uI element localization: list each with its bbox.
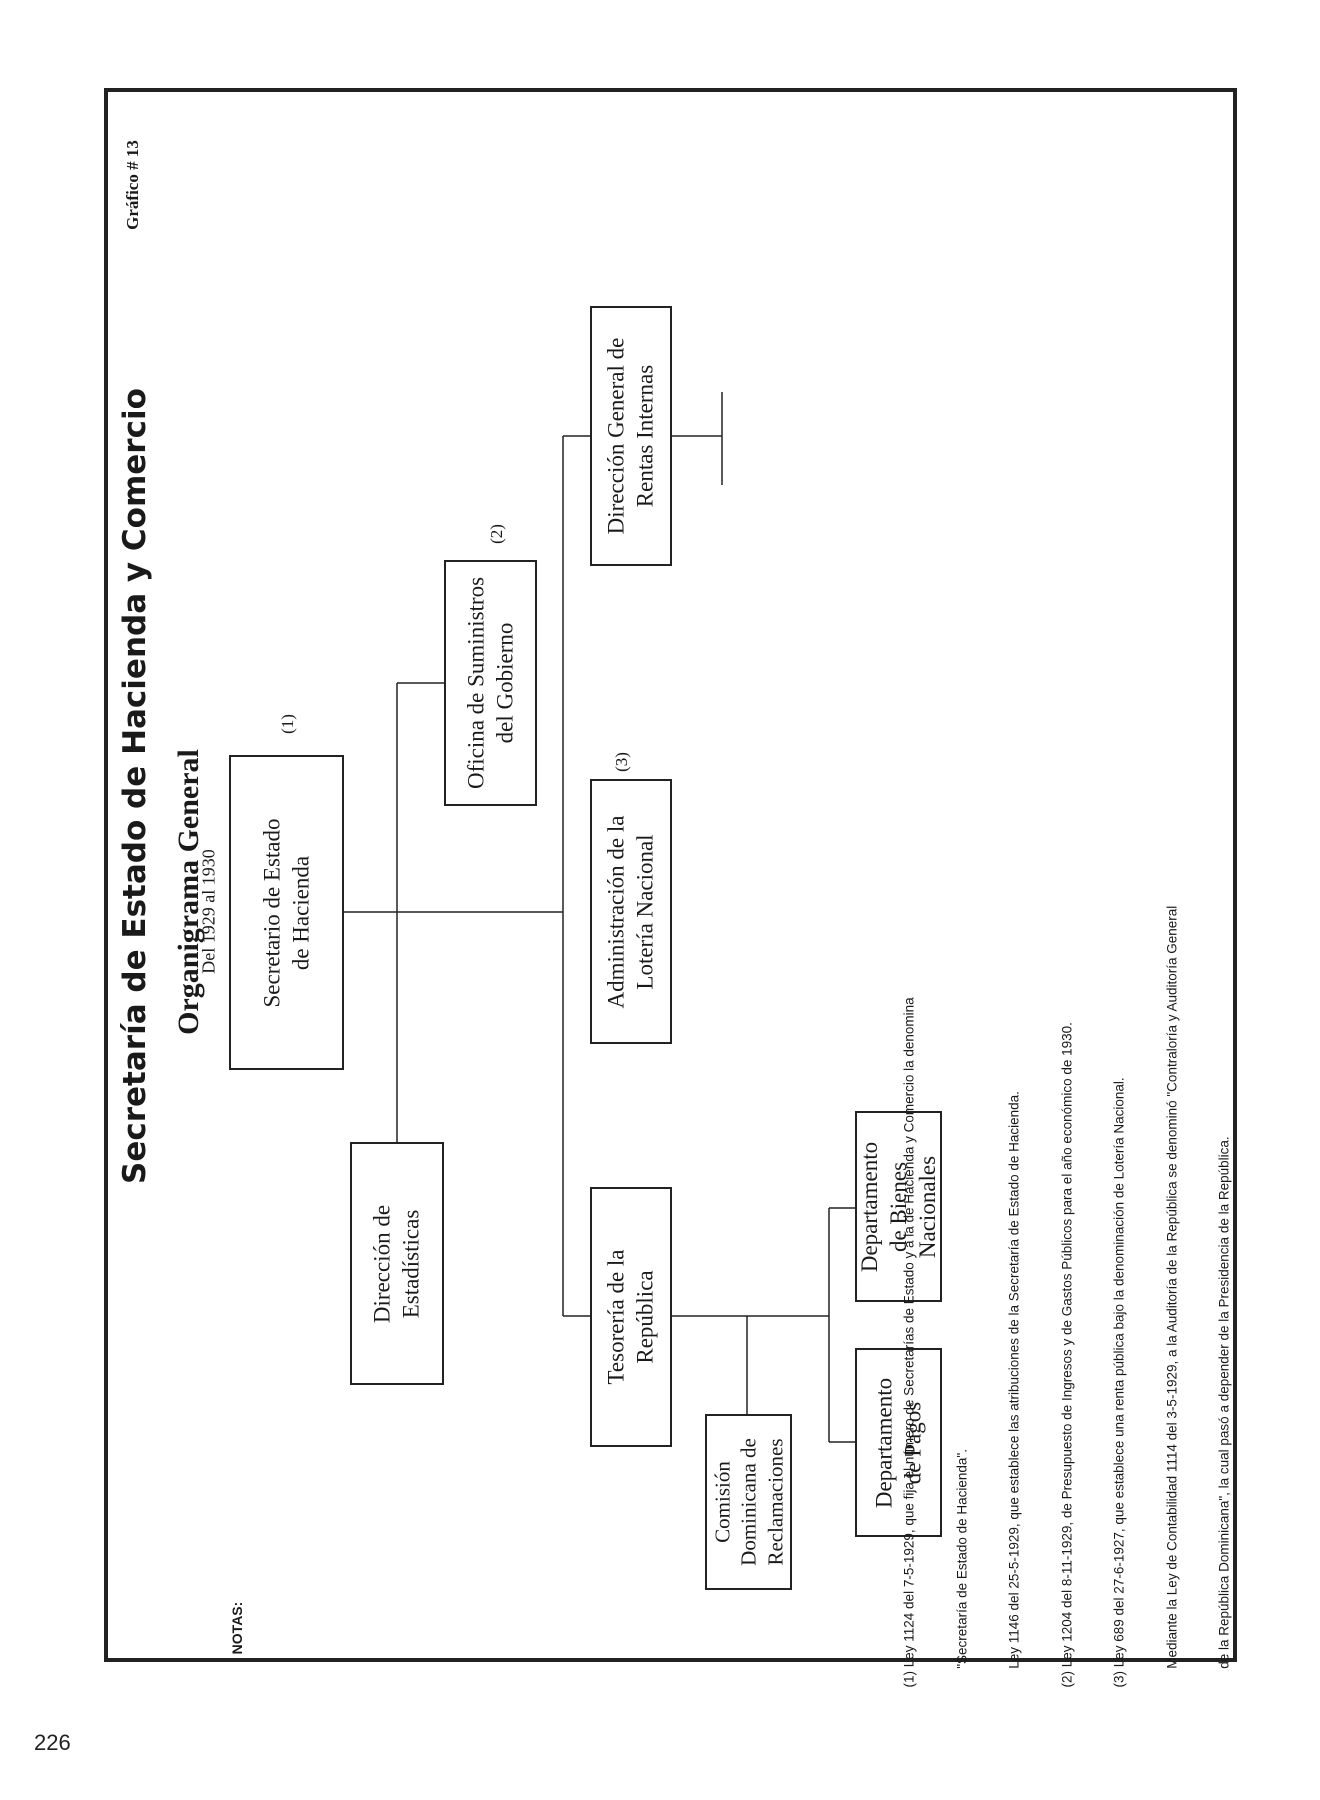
chart-period: Del 1929 al 1930 <box>198 849 219 974</box>
node-tesoreria-line2: República <box>632 1270 657 1364</box>
note-line: (2) Ley 1204 del 8-11-1929, de Presupues… <box>1059 1022 1074 1688</box>
note-ref-3: (3) <box>612 752 631 772</box>
node-loteria-line1: Administración de la <box>603 815 629 1008</box>
node-rentas-line2: Rentas Internas <box>632 364 657 508</box>
chart-title: Secretaría de Estado de Hacienda y Comer… <box>117 388 153 1184</box>
note-line: Ley 1146 del 25-5-1929, que establece la… <box>1006 1091 1022 1688</box>
note-ref-2: (2) <box>487 524 506 544</box>
note-line: (3) Ley 689 del 27-6-1927, que establece… <box>1111 1077 1127 1688</box>
note-line: de la República Dominicana", la cual pas… <box>1216 1136 1232 1688</box>
node-loteria-line2: Lotería Nacional <box>632 833 657 990</box>
node-comision-line2: Dominicana de <box>736 1438 761 1566</box>
page-number: 226 <box>34 1730 71 1755</box>
node-comision-line3: Reclamaciones <box>762 1438 787 1566</box>
node-secretario-line1: Secretario de Estado <box>258 817 284 1008</box>
notes-block: (1) Ley 1124 del 7-5-1929, que fija el n… <box>866 718 1232 1688</box>
notes-heading: NOTAS: <box>229 1601 245 1655</box>
note-ref-1: (1) <box>278 714 297 734</box>
chart-frame <box>104 88 1237 1662</box>
node-comision-line1: Comisión <box>710 1461 735 1543</box>
node-rentas-line1: Dirección General de <box>603 337 629 535</box>
node-estadisticas-line2: Estadísticas <box>398 1209 423 1318</box>
node-secretario-line2: de Hacienda <box>287 855 313 970</box>
note-line: (1) Ley 1124 del 7-5-1929, que fija el n… <box>901 997 917 1688</box>
chart-label: Gráfico # 13 <box>123 140 142 230</box>
note-line: Mediante la Ley de Contabilidad 1114 del… <box>1164 905 1179 1688</box>
node-suministros-line2: del Gobierno <box>491 622 517 744</box>
node-suministros-line1: Oficina de Suministros <box>462 576 488 790</box>
node-estadisticas-line1: Dirección de <box>369 1204 395 1323</box>
note-line: "Secretaría de Estado de Hacienda". <box>954 1449 969 1688</box>
node-tesoreria-line1: Tesorería de la <box>603 1249 629 1385</box>
